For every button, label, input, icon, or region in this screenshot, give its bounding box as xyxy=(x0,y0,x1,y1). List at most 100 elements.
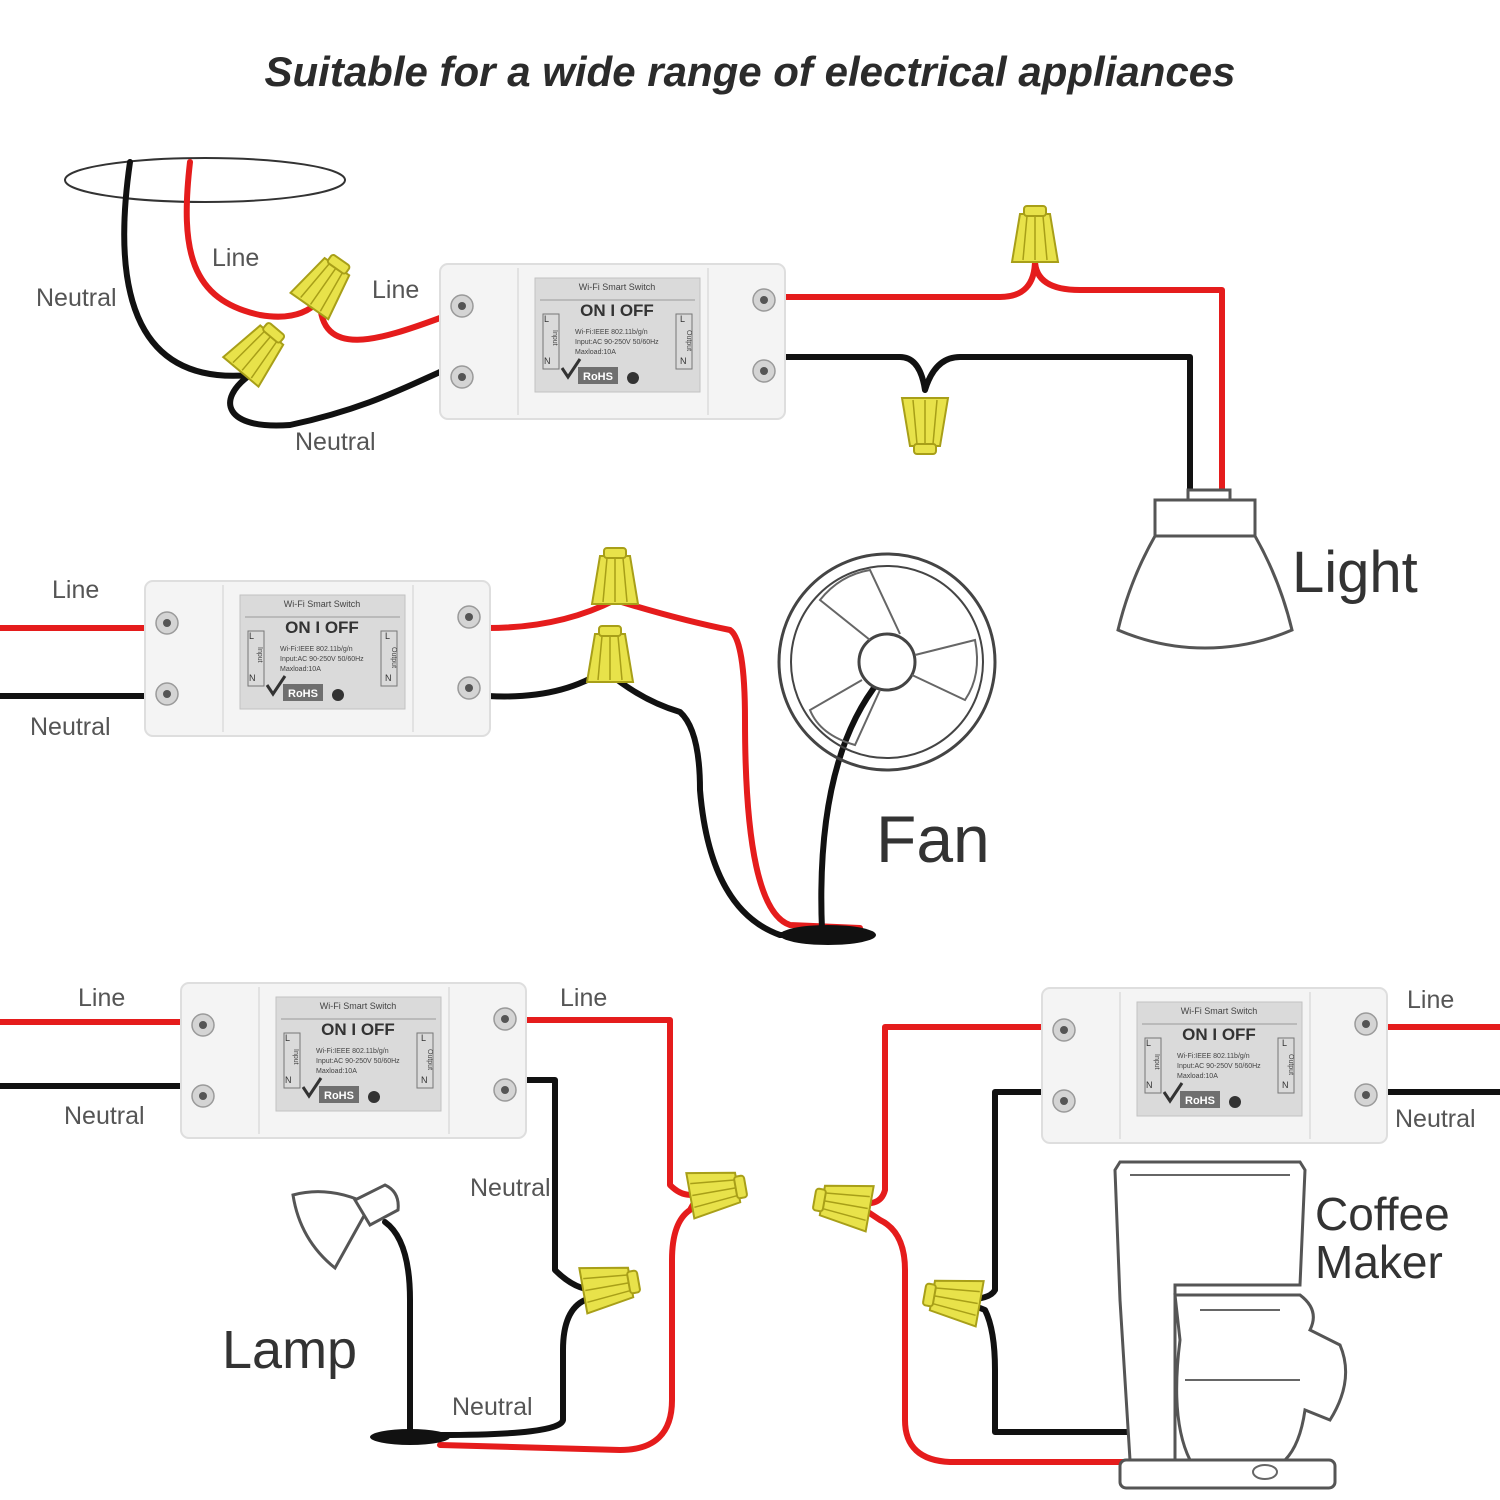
wire-nut xyxy=(586,625,634,683)
switch-on-off: ON I OFF xyxy=(580,301,654,320)
neutral-wire-output xyxy=(782,354,1193,495)
switch-spec-1: Wi-Fi:IEEE 802.11b/g/n xyxy=(1177,1053,1250,1060)
input-label: Input xyxy=(256,647,263,663)
ceiling-box-outline xyxy=(64,157,346,203)
output-label: Output xyxy=(426,1049,433,1070)
output-label: Output xyxy=(1287,1054,1294,1075)
line-wire-output xyxy=(485,597,863,931)
input-label: Input xyxy=(1153,1054,1160,1070)
switch-spec-2: Input:AC 90-250V 50/60Hz xyxy=(575,339,659,346)
line-wire-to-switch xyxy=(317,297,443,343)
wire-nut xyxy=(578,1257,644,1315)
output-l: L xyxy=(385,631,390,641)
label-line: Line xyxy=(1407,986,1454,1014)
switch-2-label-text: Wi-Fi Smart Switch ON I OFF Wi-Fi:IEEE 8… xyxy=(249,599,397,700)
output-l: L xyxy=(1282,1038,1287,1048)
switch-spec-1: Wi-Fi:IEEE 802.11b/g/n xyxy=(575,329,648,336)
line-wire-output xyxy=(782,257,1225,495)
label-line: Line xyxy=(212,244,259,272)
switch-1-label-text: Wi-Fi Smart Switch ON I OFF Wi-Fi:IEEE 8… xyxy=(544,282,692,383)
switch-spec-3: Maxload:10A xyxy=(280,666,321,673)
output-label: Output xyxy=(390,647,397,668)
label-line: Line xyxy=(52,576,99,604)
label-neutral: Neutral xyxy=(36,284,117,312)
fan-drawing xyxy=(777,552,997,945)
input-n: N xyxy=(544,356,551,366)
input-l: L xyxy=(249,631,254,641)
switch-on-off: ON I OFF xyxy=(321,1020,395,1039)
output-l: L xyxy=(421,1033,426,1043)
label-fan: Fan xyxy=(876,802,990,876)
section-lamp-wiring xyxy=(0,1017,703,1453)
switch-name: Wi-Fi Smart Switch xyxy=(320,1001,397,1011)
switch-on-off: ON I OFF xyxy=(285,618,359,637)
switch-spec-3: Maxload:10A xyxy=(1177,1073,1218,1080)
output-label: Output xyxy=(685,330,692,351)
label-line: Line xyxy=(372,276,419,304)
neutral-wire-output xyxy=(382,1077,598,1438)
wire-nut xyxy=(591,547,639,605)
coffee-maker-drawing xyxy=(1113,1160,1348,1490)
output-n: N xyxy=(385,673,392,683)
label-line: Line xyxy=(560,984,607,1012)
line-wire-output xyxy=(847,1024,1133,1465)
rohs-badge: RoHS xyxy=(288,688,318,700)
input-n: N xyxy=(1146,1080,1153,1090)
label-neutral: Neutral xyxy=(470,1174,551,1202)
switch-spec-3: Maxload:10A xyxy=(316,1068,357,1075)
label-neutral: Neutral xyxy=(1395,1105,1476,1133)
section-fan-wiring xyxy=(0,597,883,938)
input-label: Input xyxy=(551,330,558,346)
line-wire-supply xyxy=(183,159,323,320)
label-lamp: Lamp xyxy=(222,1320,357,1380)
output-n: N xyxy=(1282,1080,1289,1090)
switch-spec-2: Input:AC 90-250V 50/60Hz xyxy=(1177,1063,1261,1070)
neutral-wire-to-switch xyxy=(227,369,443,429)
switch-name: Wi-Fi Smart Switch xyxy=(579,282,656,292)
wire-nut xyxy=(809,1175,875,1233)
neutral-wire-supply xyxy=(121,159,253,379)
wire-nut xyxy=(919,1270,985,1328)
output-l: L xyxy=(680,314,685,324)
input-l: L xyxy=(544,314,549,324)
label-neutral: Neutral xyxy=(64,1102,145,1130)
switch-name: Wi-Fi Smart Switch xyxy=(1181,1006,1258,1016)
input-l: L xyxy=(285,1033,290,1043)
neutral-wire-fan-stem xyxy=(818,677,883,933)
switch-4-label-text: Wi-Fi Smart Switch ON I OFF Wi-Fi:IEEE 8… xyxy=(1146,1006,1294,1107)
light-bulb-drawing xyxy=(1116,488,1294,650)
switch-spec-3: Maxload:10A xyxy=(575,349,616,356)
label-maker: Maker xyxy=(1315,1236,1443,1288)
input-n: N xyxy=(285,1075,292,1085)
label-neutral: Neutral xyxy=(295,428,376,456)
wire-nut xyxy=(685,1162,751,1220)
label-coffee: Coffee xyxy=(1315,1188,1450,1240)
page-title: Suitable for a wide range of electrical … xyxy=(264,48,1236,95)
input-l: L xyxy=(1146,1038,1151,1048)
rohs-badge: RoHS xyxy=(324,1090,354,1102)
rohs-badge: RoHS xyxy=(583,371,613,383)
wire-nut xyxy=(1011,205,1059,263)
label-light: Light xyxy=(1292,540,1418,605)
desk-lamp-drawing xyxy=(291,1183,450,1445)
output-n: N xyxy=(680,356,687,366)
input-label: Input xyxy=(292,1049,299,1065)
switch-spec-2: Input:AC 90-250V 50/60Hz xyxy=(280,656,364,663)
label-line: Line xyxy=(78,984,125,1012)
input-n: N xyxy=(249,673,256,683)
label-neutral: Neutral xyxy=(30,713,111,741)
wire-nut xyxy=(289,245,362,321)
output-n: N xyxy=(421,1075,428,1085)
switch-on-off: ON I OFF xyxy=(1182,1025,1256,1044)
neutral-wire-output xyxy=(485,667,833,938)
label-neutral: Neutral xyxy=(452,1393,533,1421)
switch-spec-1: Wi-Fi:IEEE 802.11b/g/n xyxy=(316,1048,389,1055)
switch-spec-2: Input:AC 90-250V 50/60Hz xyxy=(316,1058,400,1065)
switch-3-label-text: Wi-Fi Smart Switch ON I OFF Wi-Fi:IEEE 8… xyxy=(285,1001,433,1102)
wire-nut xyxy=(901,397,949,455)
line-wire-output xyxy=(437,1017,703,1453)
rohs-badge: RoHS xyxy=(1185,1095,1215,1107)
switch-name: Wi-Fi Smart Switch xyxy=(284,599,361,609)
switch-spec-1: Wi-Fi:IEEE 802.11b/g/n xyxy=(280,646,353,653)
